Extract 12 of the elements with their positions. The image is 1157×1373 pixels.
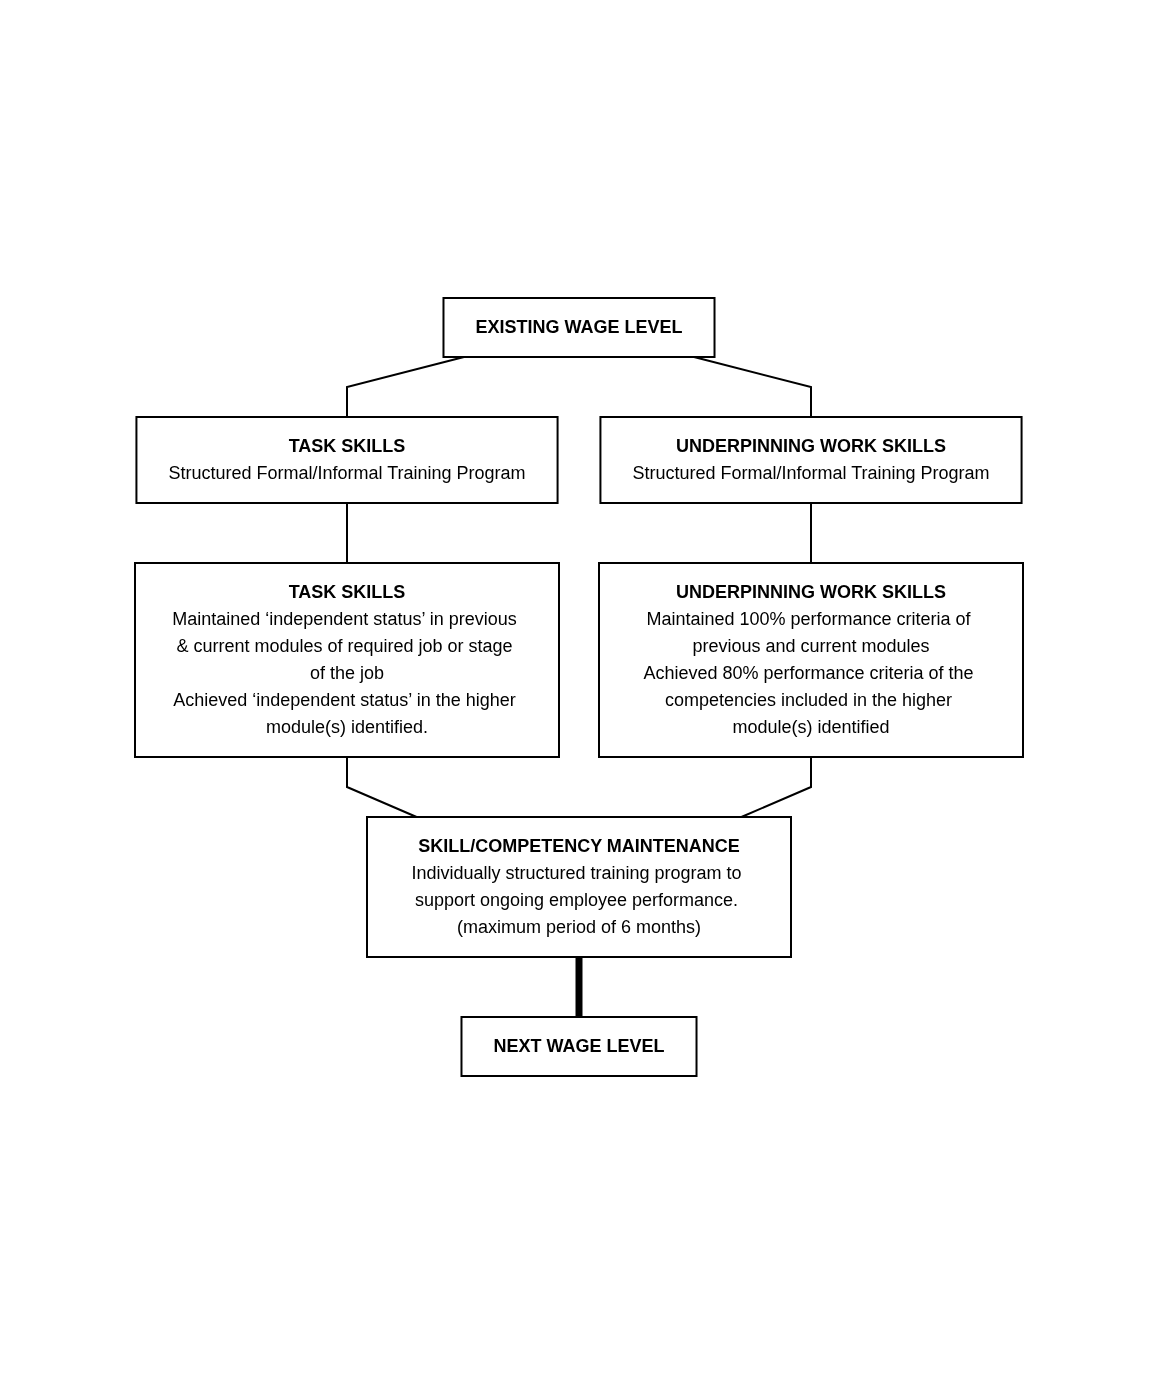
connector xyxy=(345,755,418,818)
node-box: SKILL/COMPETENCY MAINTENANCE Individually structured training program to support ongoing employee performance. (maximum period of 6 months) xyxy=(365,815,792,958)
node-box: UNDERPINNING WORK SKILLS Structured Formal/Informal Training Program xyxy=(598,415,1023,504)
connector xyxy=(809,501,812,564)
node-box: UNDERPINNING WORK SKILLS Maintained 100% performance criteria of previous and current modules Achieved 80% performance criteria of the competencies included in the higher module(s) identified xyxy=(597,561,1024,758)
node-box: TASK SKILLS Structured Formal/Informal Training Program xyxy=(134,415,559,504)
connector xyxy=(345,355,465,418)
connector xyxy=(575,956,582,1017)
node-box: NEXT WAGE LEVEL xyxy=(460,1015,697,1077)
node-box: TASK SKILLS Maintained ‘independent status’ in previous & current modules of required job or stage of the job Achieved ‘independent status’ in the higher module(s) identified. xyxy=(133,561,560,758)
connector xyxy=(345,501,348,564)
node-box: EXISTING WAGE LEVEL xyxy=(442,296,715,358)
